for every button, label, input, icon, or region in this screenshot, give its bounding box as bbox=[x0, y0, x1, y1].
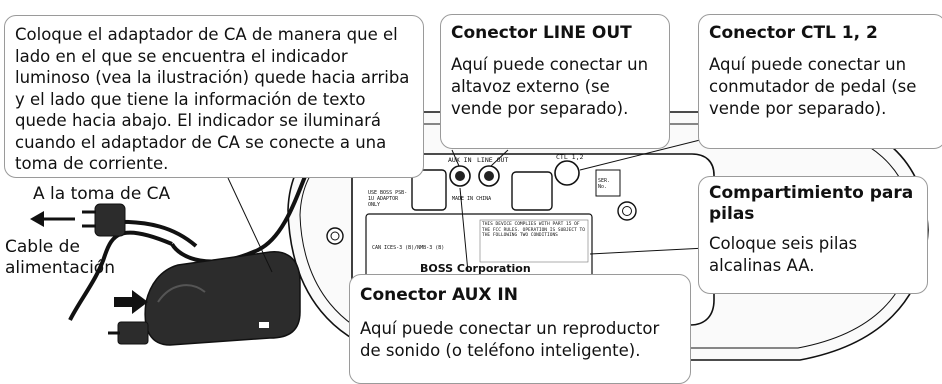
panel-can-text: CAN ICES-3 (B)/NMB-3 (B) bbox=[372, 245, 445, 251]
callout-aux-in-title: Conector AUX IN bbox=[360, 285, 518, 305]
panel-fcc-text: THIS DEVICE COMPLIES WITH PART 15 OF THE… bbox=[482, 222, 585, 238]
callout-battery: Compartimiento para pilas Coloque seis p… bbox=[698, 176, 928, 294]
callout-ctl-title: Conector CTL 1, 2 bbox=[709, 23, 878, 43]
adapter-indicator-light bbox=[259, 322, 269, 328]
power-cable bbox=[68, 230, 173, 321]
panel-made-in-text: MADE IN CHINA bbox=[452, 196, 492, 202]
adapter-highlight bbox=[157, 284, 206, 303]
callout-ctl: Conector CTL 1, 2 Aquí puede conectar un… bbox=[698, 14, 942, 149]
fcc-text-block bbox=[479, 219, 589, 263]
panel-company-text: BOSS Corporation bbox=[420, 262, 531, 275]
callout-line-out-title: Conector LINE OUT bbox=[451, 23, 632, 43]
ac-plug bbox=[94, 203, 126, 237]
callout-aux-in: Conector AUX IN Aquí puede conectar un r… bbox=[349, 274, 691, 384]
leader-line-out bbox=[490, 149, 509, 167]
arrow-to-outlet-head bbox=[30, 211, 44, 227]
jack-block-left bbox=[411, 169, 447, 211]
screw-right bbox=[617, 201, 637, 221]
callout-line-out-desc: Aquí puede conectar un altavoz externo (… bbox=[451, 55, 649, 118]
panel-line-out-text: LINE OUT bbox=[477, 156, 509, 164]
arrow-to-adapter-shaft bbox=[114, 297, 136, 307]
callout-battery-desc: Coloque seis pilas alcalinas AA. bbox=[709, 234, 858, 275]
jack-block-right bbox=[511, 171, 553, 211]
screw-right-inner bbox=[622, 206, 632, 216]
leader-adapter bbox=[227, 177, 273, 273]
leader-battery bbox=[589, 247, 707, 255]
leader-aux-in bbox=[451, 149, 460, 167]
callout-battery-title: Compartimiento para pilas bbox=[709, 183, 914, 224]
label-to-outlet: A la toma de CA bbox=[33, 184, 171, 204]
callout-adapter: Coloque el adaptador de CA de manera que… bbox=[4, 15, 424, 178]
line-out-jack-hole bbox=[484, 171, 494, 181]
leader-aux-in-lower bbox=[459, 187, 469, 273]
arrow-to-adapter-head bbox=[132, 290, 148, 314]
screw-left bbox=[326, 227, 344, 245]
callout-adapter-text: Coloque el adaptador de CA de manera que… bbox=[15, 25, 410, 173]
ac-adapter bbox=[144, 251, 301, 346]
panel-dc-in-text: USE BOSS PSB-1U ADAPTOR ONLY bbox=[368, 190, 408, 208]
panel-ctl-text: CTL 1,2 bbox=[556, 153, 584, 161]
serial-label bbox=[595, 169, 621, 197]
label-power-cable: Cable de alimentación bbox=[5, 237, 115, 278]
screw-left-inner bbox=[330, 231, 340, 241]
callout-aux-in-desc: Aquí puede conectar un reproductor de so… bbox=[360, 319, 660, 360]
callout-ctl-desc: Aquí puede conectar un conmutador de ped… bbox=[709, 55, 917, 118]
callout-line-out: Conector LINE OUT Aquí puede conectar un… bbox=[440, 14, 670, 149]
panel-ser-text: SER. No. bbox=[598, 178, 611, 190]
panel-aux-in-text: AUX IN bbox=[448, 156, 472, 164]
aux-in-jack-hole bbox=[455, 171, 465, 181]
leader-ctl bbox=[579, 139, 701, 171]
ctl-jack bbox=[554, 160, 580, 186]
adapter-connector bbox=[117, 321, 149, 345]
